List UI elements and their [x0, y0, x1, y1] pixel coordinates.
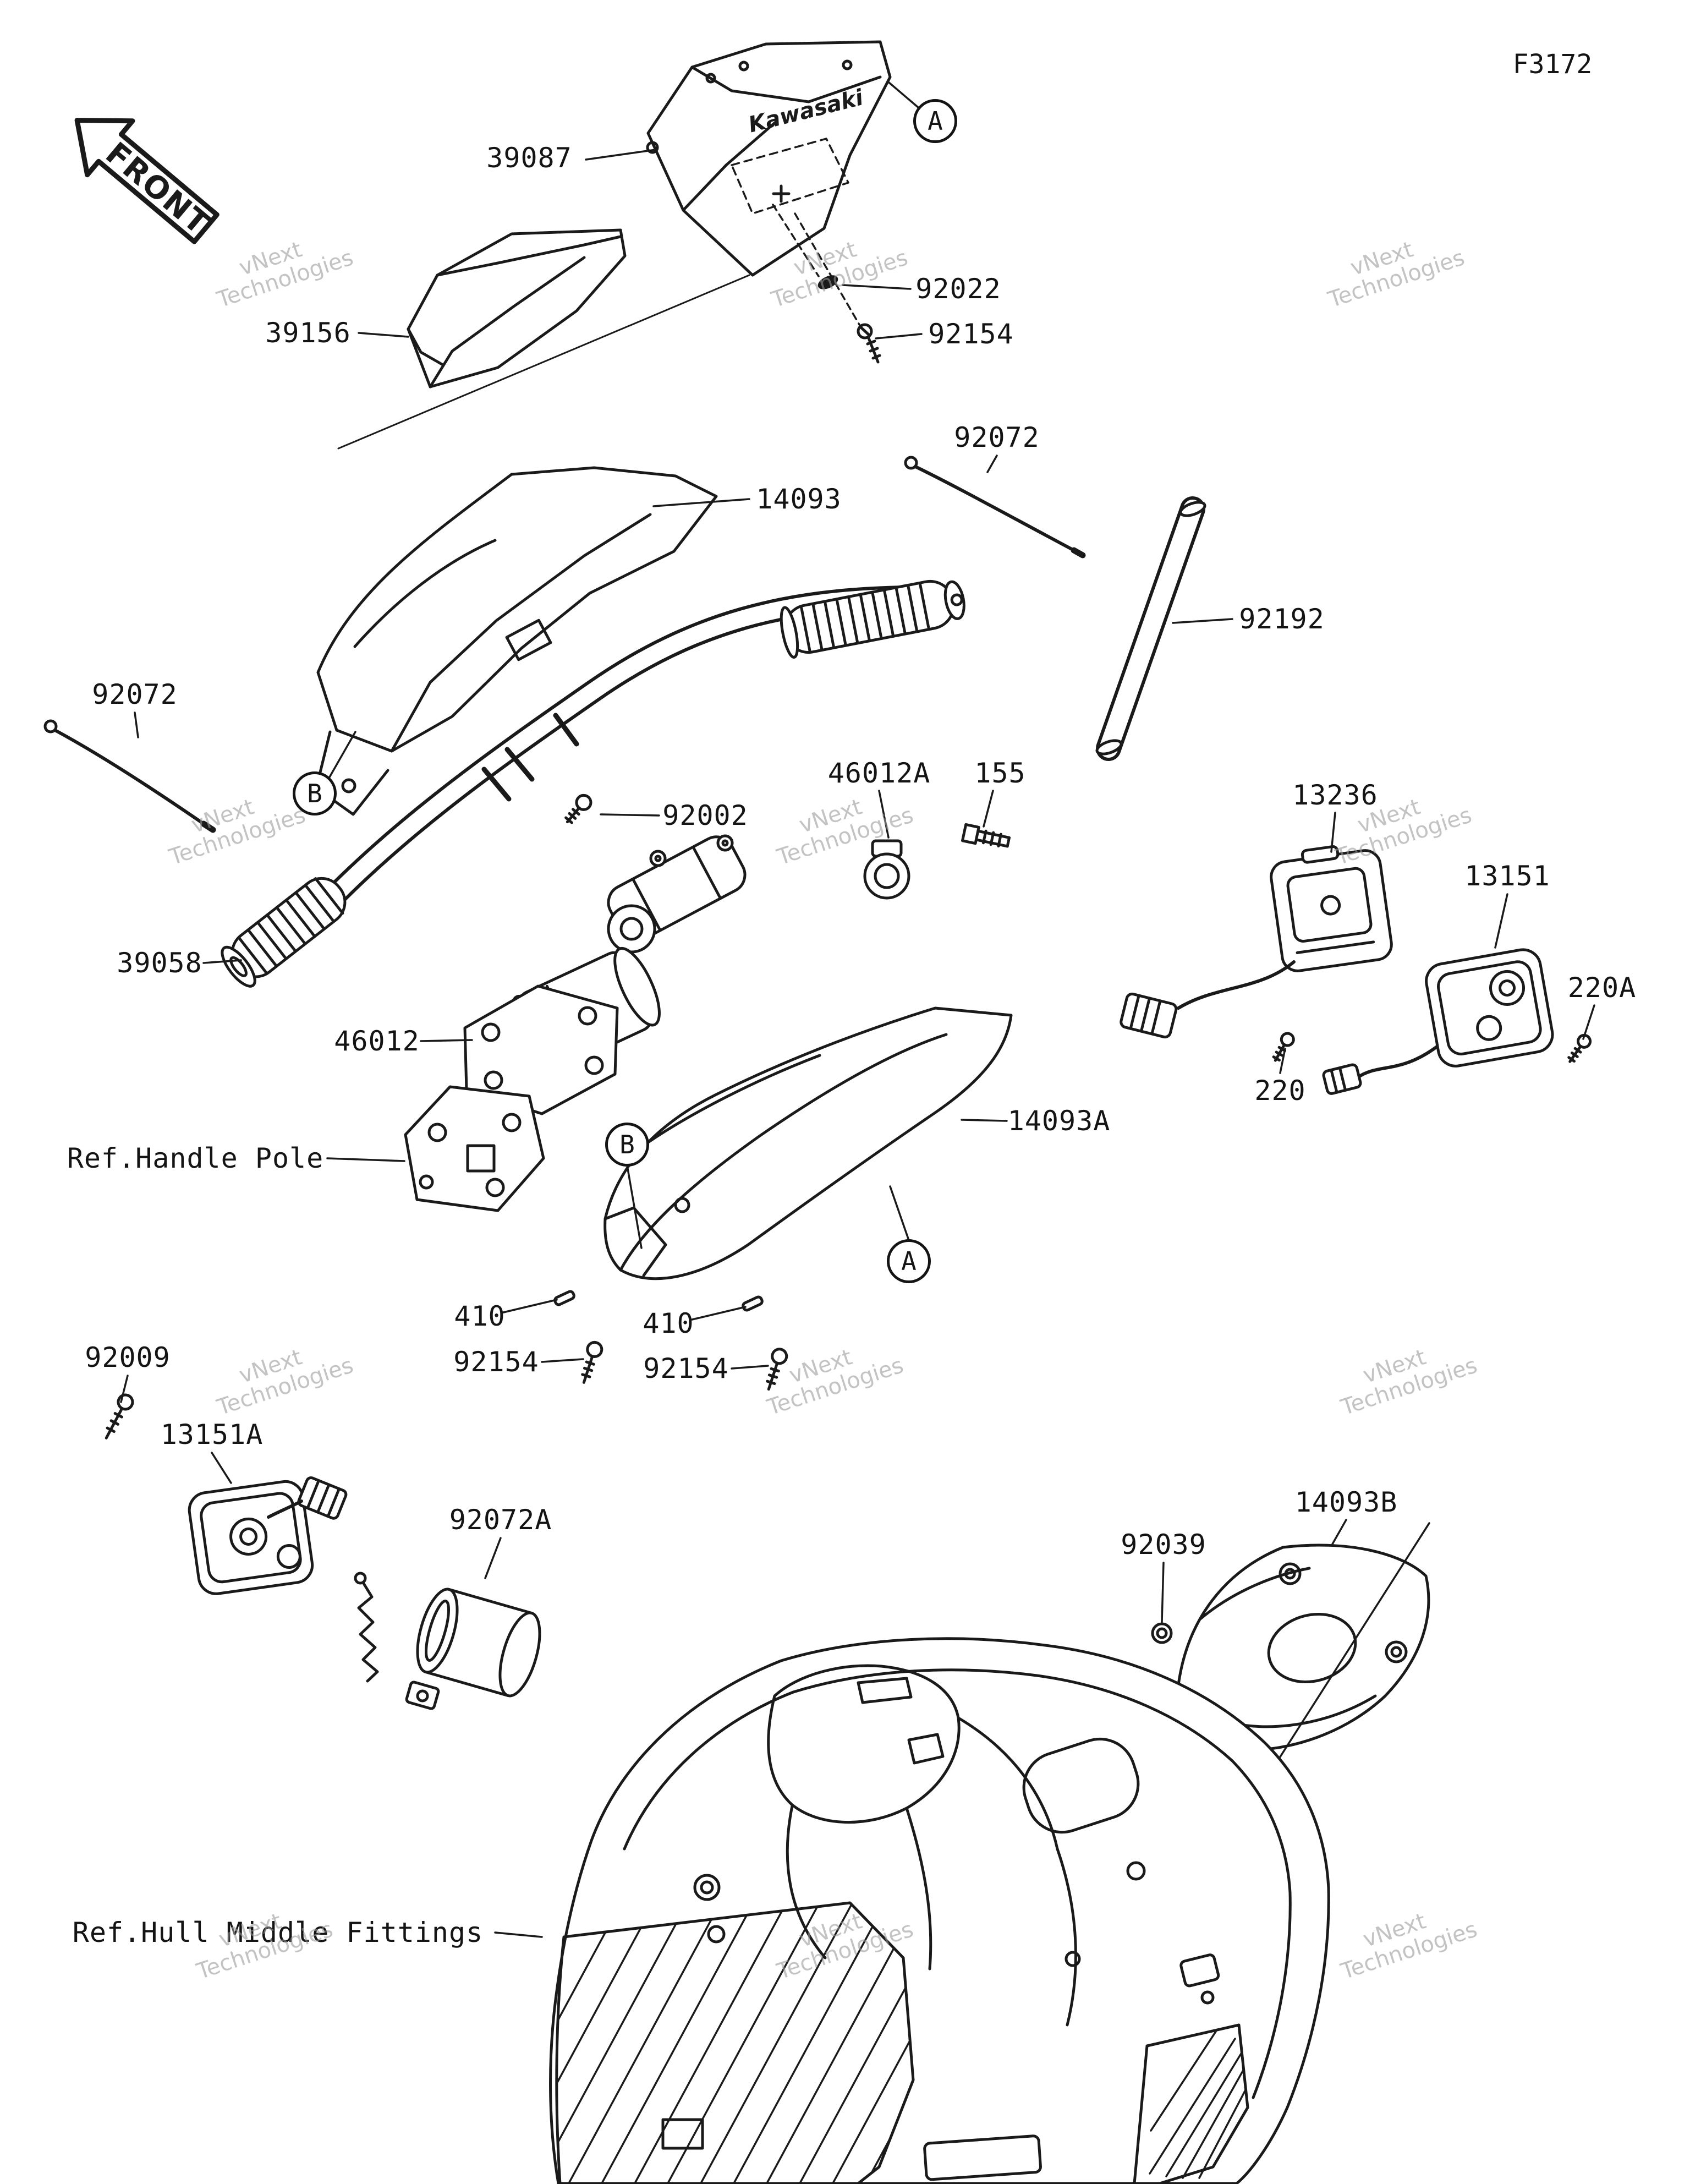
- part-callout-14093: 14093: [756, 483, 842, 515]
- part-92009-art: [105, 1393, 134, 1439]
- part-callout-155: 155: [974, 757, 1026, 789]
- part-callout-14093a: 14093A: [1007, 1105, 1111, 1137]
- view-marker-b: B: [605, 1123, 649, 1167]
- part-155-art: [961, 823, 1011, 848]
- part-callout-13151: 13151: [1464, 860, 1550, 892]
- part-callout-39058: 39058: [117, 947, 202, 979]
- part-13151-art: [1322, 948, 1554, 1095]
- part-92154-top-art: [857, 323, 881, 364]
- view-marker-a: A: [913, 99, 957, 143]
- part-callout-410: 410: [454, 1300, 506, 1332]
- part-92154-screws-art: [581, 1340, 788, 1391]
- part-39156-art: [407, 228, 627, 388]
- part-callout-39087: 39087: [486, 142, 572, 174]
- part-92039-art: [1151, 1622, 1173, 1644]
- part-46012a-art: [863, 839, 910, 900]
- part-92192-art: [1095, 496, 1206, 761]
- part-14093a-art: [603, 1006, 1013, 1280]
- part-callout-92154: 92154: [643, 1353, 729, 1384]
- part-callout-13151a: 13151A: [160, 1419, 264, 1450]
- part-callout-92192: 92192: [1239, 603, 1325, 635]
- part-callout-13236: 13236: [1292, 779, 1378, 811]
- hull-art: [549, 1522, 1430, 2184]
- part-callout-220a: 220A: [1567, 972, 1637, 1004]
- front-arrow-icon: FRONT: [74, 118, 220, 244]
- part-39087-art: Kawasaki: [337, 40, 892, 450]
- view-marker-b: B: [293, 771, 337, 815]
- part-callout-92002: 92002: [662, 800, 748, 831]
- diagram-code: F3172: [1512, 49, 1593, 80]
- part-callout-92154: 92154: [453, 1346, 539, 1378]
- part-callout-46012: 46012: [334, 1025, 420, 1057]
- front-arrow-label: FRONT: [99, 135, 216, 242]
- part-callout-ref-hull-middle-fittings: Ref.Hull Middle Fittings: [72, 1917, 484, 1948]
- part-92022-art: [817, 275, 838, 289]
- part-220a-art: [1567, 1033, 1592, 1063]
- part-callout-92072: 92072: [954, 422, 1040, 453]
- part-callout-92072a: 92072A: [449, 1504, 552, 1536]
- part-callout-92154: 92154: [928, 318, 1014, 350]
- part-callout-14093b: 14093B: [1294, 1486, 1398, 1518]
- part-13151a-art: [188, 1476, 348, 1595]
- view-marker-a: A: [887, 1239, 931, 1283]
- part-92002-art: [564, 793, 592, 824]
- part-callout-39156: 39156: [265, 317, 351, 349]
- handle-pole-plate-art: [404, 1085, 545, 1212]
- part-39058-art: [221, 877, 347, 988]
- part-92072-cable-top-art: [904, 456, 1086, 559]
- part-callout-410: 410: [643, 1307, 694, 1339]
- part-callout-92072: 92072: [92, 678, 178, 710]
- part-callout-92022: 92022: [915, 273, 1001, 305]
- part-92072a-art: [354, 1572, 541, 1710]
- part-callout-46012a: 46012A: [827, 757, 931, 789]
- leader-lines: [120, 81, 1595, 1938]
- part-callout-92039: 92039: [1121, 1529, 1206, 1561]
- part-callout-220: 220: [1254, 1075, 1306, 1107]
- part-13236-art: [1120, 845, 1393, 1039]
- right-grip-art: [780, 579, 965, 659]
- handlebar-art: [288, 585, 919, 944]
- part-46012-art: [463, 834, 747, 1115]
- part-92072-cable-left-art: [43, 719, 216, 833]
- part-callout-ref-handle-pole: Ref.Handle Pole: [67, 1142, 324, 1174]
- part-callout-92009: 92009: [85, 1342, 171, 1373]
- part-410-art: [553, 1290, 764, 1312]
